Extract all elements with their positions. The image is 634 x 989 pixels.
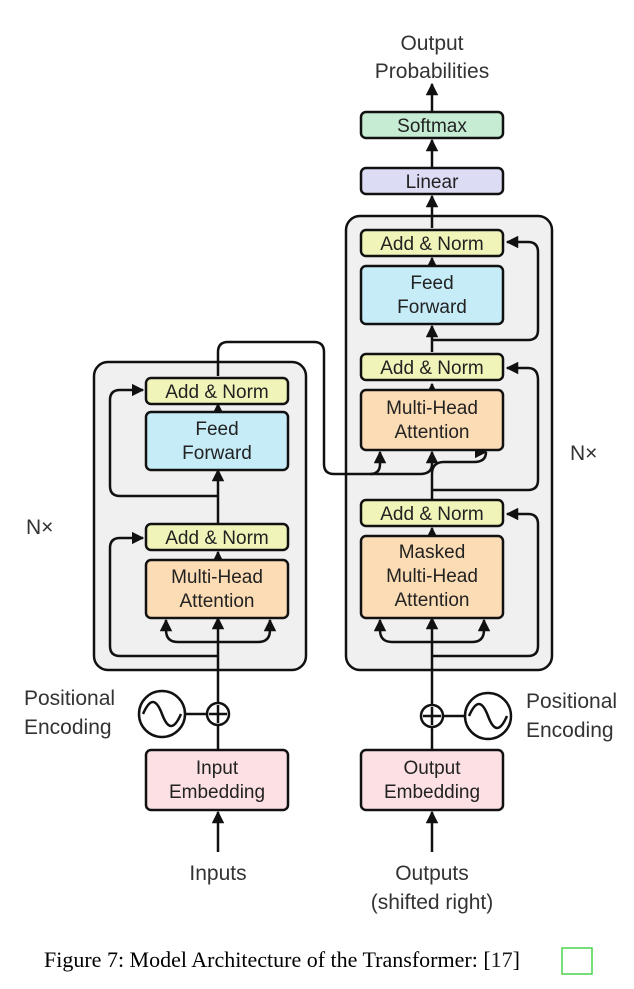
output-embedding-label-2: Embedding (384, 782, 480, 803)
decoder-add-norm-bottom (359, 498, 505, 528)
decoder-mha-label-2: Attention (395, 422, 470, 443)
decoder-sine-wave-icon (467, 702, 509, 730)
encoder-add-norm-bottom-label: Add & Norm (165, 528, 268, 549)
decoder-masked-label-1: Masked (399, 542, 466, 563)
encoder-multi-head-attention (144, 558, 290, 620)
softmax-layer (359, 110, 505, 140)
softmax-label: Softmax (397, 116, 467, 137)
encoder-mha-label-2: Attention (180, 591, 255, 612)
decoder-add-norm-top-label: Add & Norm (380, 234, 483, 255)
decoder-pos-label-2: Encoding (526, 719, 614, 742)
decoder-mha-label-1: Multi-Head (386, 398, 478, 419)
decoder-add-norm-mid (359, 352, 505, 382)
caption-ref-open: [ (483, 947, 490, 972)
decoder-add-norm-bottom-label: Add & Norm (380, 504, 483, 525)
encoder-sine-wave-icon (141, 700, 183, 728)
encoder-mha-label-1: Multi-Head (171, 567, 263, 588)
inputs-label: Inputs (189, 862, 246, 885)
decoder-add-norm-top (359, 228, 505, 258)
encoder-add-norm-top-label: Add & Norm (165, 382, 268, 403)
encoder-ff-label-2: Forward (182, 443, 252, 464)
decoder-add-norm-mid-label: Add & Norm (380, 358, 483, 379)
caption-text: Figure 7: Model Architecture of the Tran… (44, 947, 483, 972)
decoder-masked-label-2: Multi-Head (386, 566, 478, 587)
caption-ref-close: ] (513, 947, 520, 972)
decoder-pos-label-1: Positional (526, 690, 617, 713)
citation-link-box[interactable] (561, 947, 593, 975)
decoder-nx-label: N× (570, 442, 597, 465)
outputs-label-1: Outputs (395, 862, 469, 885)
encoder-ff-label-1: Feed (195, 419, 238, 440)
encoder-block (92, 360, 308, 672)
decoder-masked-attention (359, 534, 505, 620)
encoder-pos-label-1: Positional (24, 687, 115, 710)
output-probabilities-label-1: Output (400, 32, 463, 55)
output-embedding-label-1: Output (403, 758, 461, 779)
decoder-masked-label-3: Attention (395, 590, 470, 611)
linear-layer (359, 166, 505, 196)
input-embedding-label-1: Input (196, 758, 239, 779)
output-embedding (359, 748, 505, 812)
decoder-feed-forward (359, 264, 505, 326)
decoder-multi-head-attention (359, 388, 505, 452)
input-embedding (144, 748, 290, 812)
encoder-add-norm-top (144, 376, 290, 406)
input-embedding-label-2: Embedding (169, 782, 265, 803)
citation-link[interactable]: 17 (491, 947, 513, 972)
encoder-pos-label-2: Encoding (24, 716, 112, 739)
encoder-nx-label: N× (26, 516, 53, 539)
figure-caption: Figure 7: Model Architecture of the Tran… (44, 947, 520, 972)
outputs-label-2: (shifted right) (371, 891, 494, 914)
encoder-feed-forward (144, 410, 290, 472)
decoder-ff-label-1: Feed (410, 273, 453, 294)
output-probabilities-label-2: Probabilities (375, 60, 489, 83)
decoder-ff-label-2: Forward (397, 297, 467, 318)
encoder-add-norm-bottom (144, 522, 290, 552)
connections (108, 82, 540, 852)
linear-label: Linear (406, 172, 459, 193)
